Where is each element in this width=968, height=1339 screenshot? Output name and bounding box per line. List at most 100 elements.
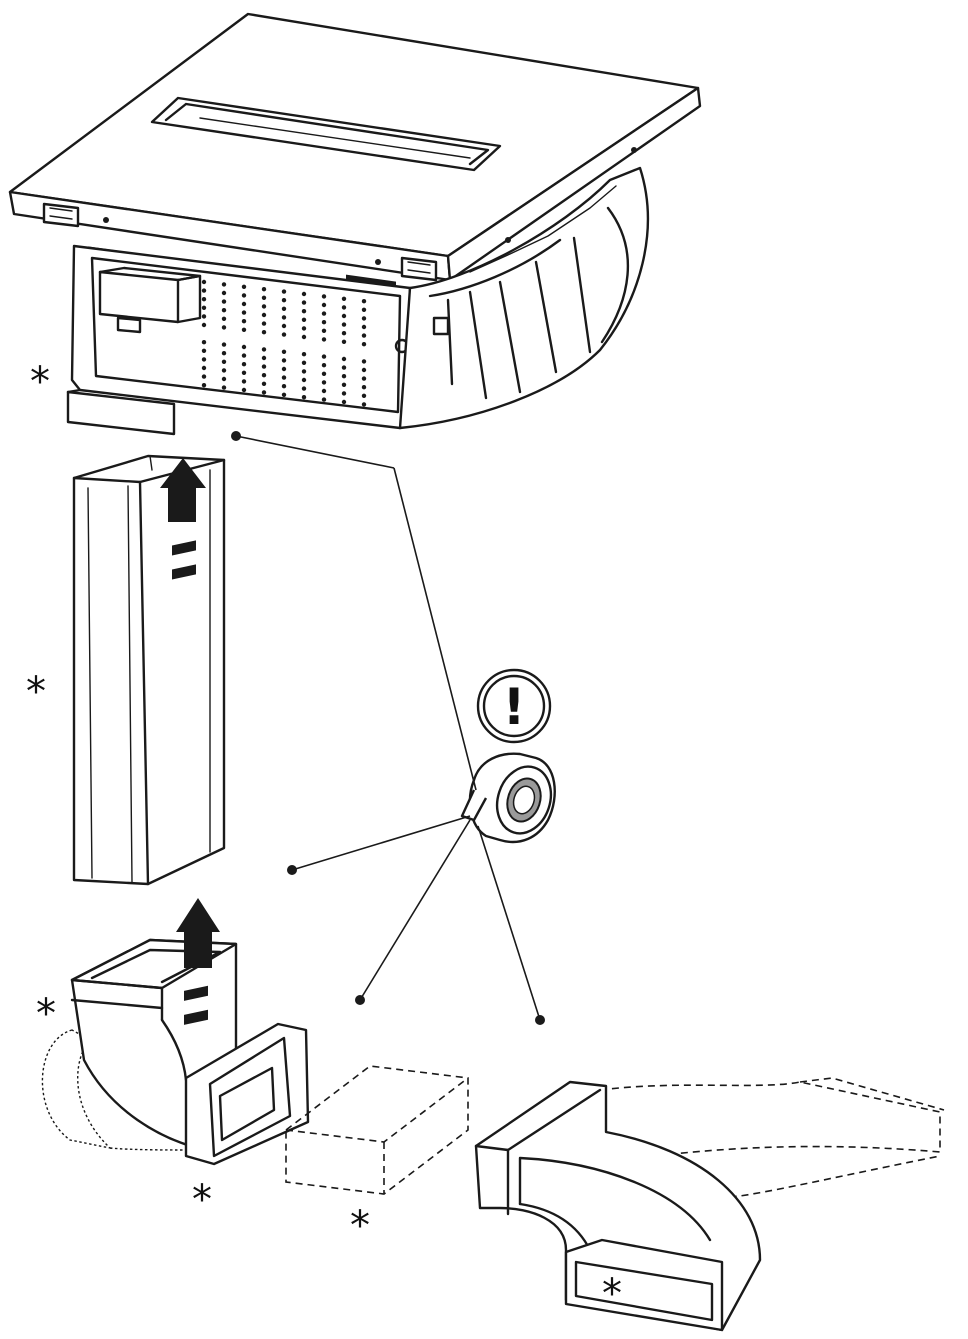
grille-hole (301, 300, 307, 305)
grille-hole (361, 299, 367, 304)
grille-hole (361, 393, 367, 398)
tape-roll-icon (460, 752, 556, 844)
grille-hole (341, 322, 347, 327)
up-arrow-icon-2 (176, 898, 220, 968)
grille-hole (221, 376, 227, 382)
control-box (98, 270, 180, 324)
grille-hole (261, 330, 267, 335)
grille-hole (301, 369, 307, 374)
grille-hole (321, 337, 327, 342)
grille-hole (321, 388, 327, 394)
grille-hole (361, 359, 367, 364)
grille-hole (341, 391, 347, 396)
grille-hole (281, 375, 287, 380)
grille-hole (221, 351, 227, 356)
grille-hole (261, 312, 267, 318)
grille-hole (301, 326, 307, 331)
grille-hole (221, 385, 227, 390)
grille-hole (361, 324, 367, 330)
grille-hole (341, 382, 347, 387)
grille-hole (281, 298, 287, 303)
grille-hole (341, 339, 347, 344)
flat-duct-bend (474, 1077, 945, 1332)
leader-lines (231, 431, 545, 1025)
grille-hole (341, 374, 347, 379)
grille-hole (361, 376, 367, 381)
grille-hole (241, 353, 247, 358)
grille-hole (201, 348, 207, 353)
grille-hole (361, 402, 367, 407)
grille-hole (321, 363, 327, 368)
grille-hole (241, 327, 247, 332)
grille-hole (261, 295, 267, 300)
grille-hole (301, 309, 307, 314)
grille-hole (241, 370, 247, 375)
cooktop-side-edge (446, 86, 702, 282)
grille-hole (361, 316, 367, 321)
grille-hole (361, 385, 367, 390)
grille-hole (321, 311, 327, 316)
warning-exclamation: ! (503, 678, 526, 736)
grille-hole (341, 305, 347, 310)
grille-hole (241, 362, 247, 367)
grille-hole (281, 358, 287, 363)
grille-hole (341, 331, 347, 336)
grille-hole (201, 357, 207, 362)
grille-hole (321, 371, 327, 376)
grille-hole (341, 313, 347, 319)
grille-hole (261, 355, 267, 361)
grille-hole (261, 373, 267, 378)
grille-hole (281, 306, 287, 311)
grille-hole (221, 316, 227, 321)
grille-hole (241, 344, 247, 350)
grille-hole (341, 365, 347, 370)
grille-hole (281, 323, 287, 329)
vertical-duct (72, 454, 226, 886)
grille-hole (221, 290, 227, 296)
grille-hole (281, 289, 287, 294)
grille-hole (341, 296, 347, 301)
grille-hole (201, 305, 207, 310)
asterisk-marker-vertical-duct: * (26, 669, 46, 715)
grille-hole (221, 308, 227, 313)
grille-hole (241, 319, 247, 324)
asterisk-marker-connector-box: * (350, 1203, 370, 1249)
grille-hole (301, 334, 307, 340)
grille-hole (241, 301, 247, 307)
extractor-vent (150, 96, 502, 172)
grille-hole (281, 384, 287, 389)
asterisk-marker-elbow: * (36, 991, 56, 1037)
grille-hole (261, 390, 267, 395)
grille-hole (221, 299, 227, 304)
grille-hole (321, 302, 327, 308)
grille-hole (301, 395, 307, 400)
grille-hole (281, 392, 287, 397)
optional-connector-box (285, 1065, 469, 1195)
grille-hole (241, 310, 247, 315)
grille-hole (241, 379, 247, 384)
grille-hole (201, 288, 207, 293)
grille-hole (281, 349, 287, 354)
grille-hole (321, 320, 327, 325)
grille-hole (301, 386, 307, 391)
grille-hole (281, 366, 287, 372)
grille-hole (361, 307, 367, 312)
cooktop-unit (8, 12, 702, 436)
grille-hole (221, 282, 227, 287)
grille-hole (221, 342, 227, 347)
asterisk-marker-flat-bend: * (602, 1271, 622, 1317)
duct-elbow (41, 898, 310, 1166)
grille-hole (221, 368, 227, 373)
motor-outlet-spigot (66, 390, 176, 436)
grille-hole (281, 315, 287, 320)
grille-hole (321, 354, 327, 359)
grille-hole (321, 380, 327, 385)
grille-hole (241, 284, 247, 289)
grille-hole (341, 399, 347, 405)
asterisk-marker-elbow-outlet: * (192, 1177, 212, 1223)
grille-hole (361, 333, 367, 338)
grille-hole (321, 294, 327, 299)
grille-hole (201, 279, 207, 285)
side-duct-bend (398, 166, 650, 430)
grille-hole (361, 367, 367, 373)
